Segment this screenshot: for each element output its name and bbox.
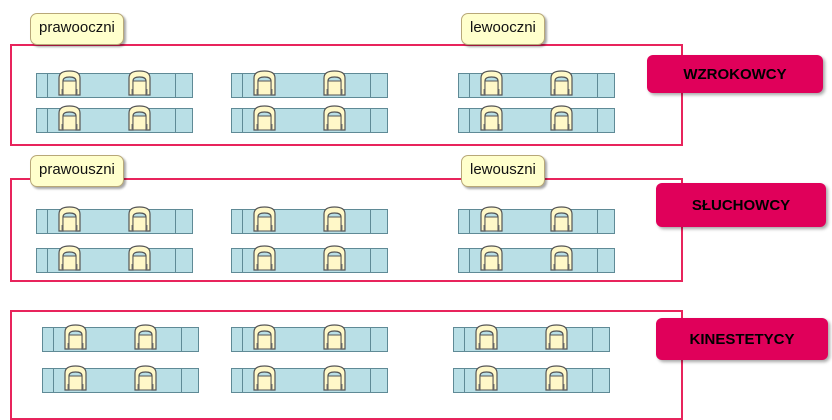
desk-icon — [36, 105, 193, 133]
chair-icon — [478, 244, 505, 271]
label-lewooczni: lewooczni — [461, 13, 545, 45]
chair-icon — [478, 205, 505, 232]
chair-icon — [473, 323, 500, 350]
category-wzrokowcy: WZROKOWCY — [647, 55, 823, 93]
desk-icon — [458, 245, 615, 273]
category-kinestetycy: KINESTETYCY — [656, 318, 828, 360]
chair-icon — [56, 244, 83, 271]
category-sluchowcy: SŁUCHOWCY — [656, 183, 826, 227]
desk-icon — [36, 206, 193, 234]
chair-icon — [126, 205, 153, 232]
chair-icon — [126, 69, 153, 96]
label-prawouszni: prawouszni — [30, 155, 124, 187]
chair-icon — [478, 104, 505, 131]
chair-icon — [321, 104, 348, 131]
chair-icon — [251, 364, 278, 391]
desk-icon — [458, 206, 615, 234]
chair-icon — [126, 104, 153, 131]
chair-icon — [126, 244, 153, 271]
chair-icon — [548, 205, 575, 232]
chair-icon — [62, 364, 89, 391]
chair-icon — [321, 244, 348, 271]
chair-icon — [548, 244, 575, 271]
chair-icon — [251, 244, 278, 271]
desk-icon — [231, 324, 388, 352]
desk-icon — [231, 105, 388, 133]
label-prawooczni: prawooczni — [30, 13, 124, 45]
chair-icon — [251, 104, 278, 131]
chair-icon — [251, 205, 278, 232]
chair-icon — [132, 364, 159, 391]
desk-icon — [458, 105, 615, 133]
desk-icon — [36, 70, 193, 98]
chair-icon — [478, 69, 505, 96]
desk-icon — [458, 70, 615, 98]
group-box-sluchowcy — [10, 178, 683, 282]
chair-icon — [473, 364, 500, 391]
label-lewouszni: lewouszni — [461, 155, 545, 187]
chair-icon — [543, 364, 570, 391]
chair-icon — [548, 104, 575, 131]
desk-icon — [231, 365, 388, 393]
desk-icon — [453, 365, 610, 393]
chair-icon — [56, 205, 83, 232]
chair-icon — [132, 323, 159, 350]
chair-icon — [321, 364, 348, 391]
chair-icon — [62, 323, 89, 350]
chair-icon — [548, 69, 575, 96]
chair-icon — [321, 205, 348, 232]
chair-icon — [251, 69, 278, 96]
chair-icon — [56, 69, 83, 96]
desk-icon — [36, 245, 193, 273]
chair-icon — [321, 323, 348, 350]
desk-icon — [231, 245, 388, 273]
desk-icon — [42, 365, 199, 393]
chair-icon — [543, 323, 570, 350]
desk-icon — [453, 324, 610, 352]
group-box-wzrokowcy — [10, 44, 683, 146]
desk-icon — [231, 70, 388, 98]
desk-icon — [42, 324, 199, 352]
chair-icon — [56, 104, 83, 131]
chair-icon — [321, 69, 348, 96]
chair-icon — [251, 323, 278, 350]
desk-icon — [231, 206, 388, 234]
